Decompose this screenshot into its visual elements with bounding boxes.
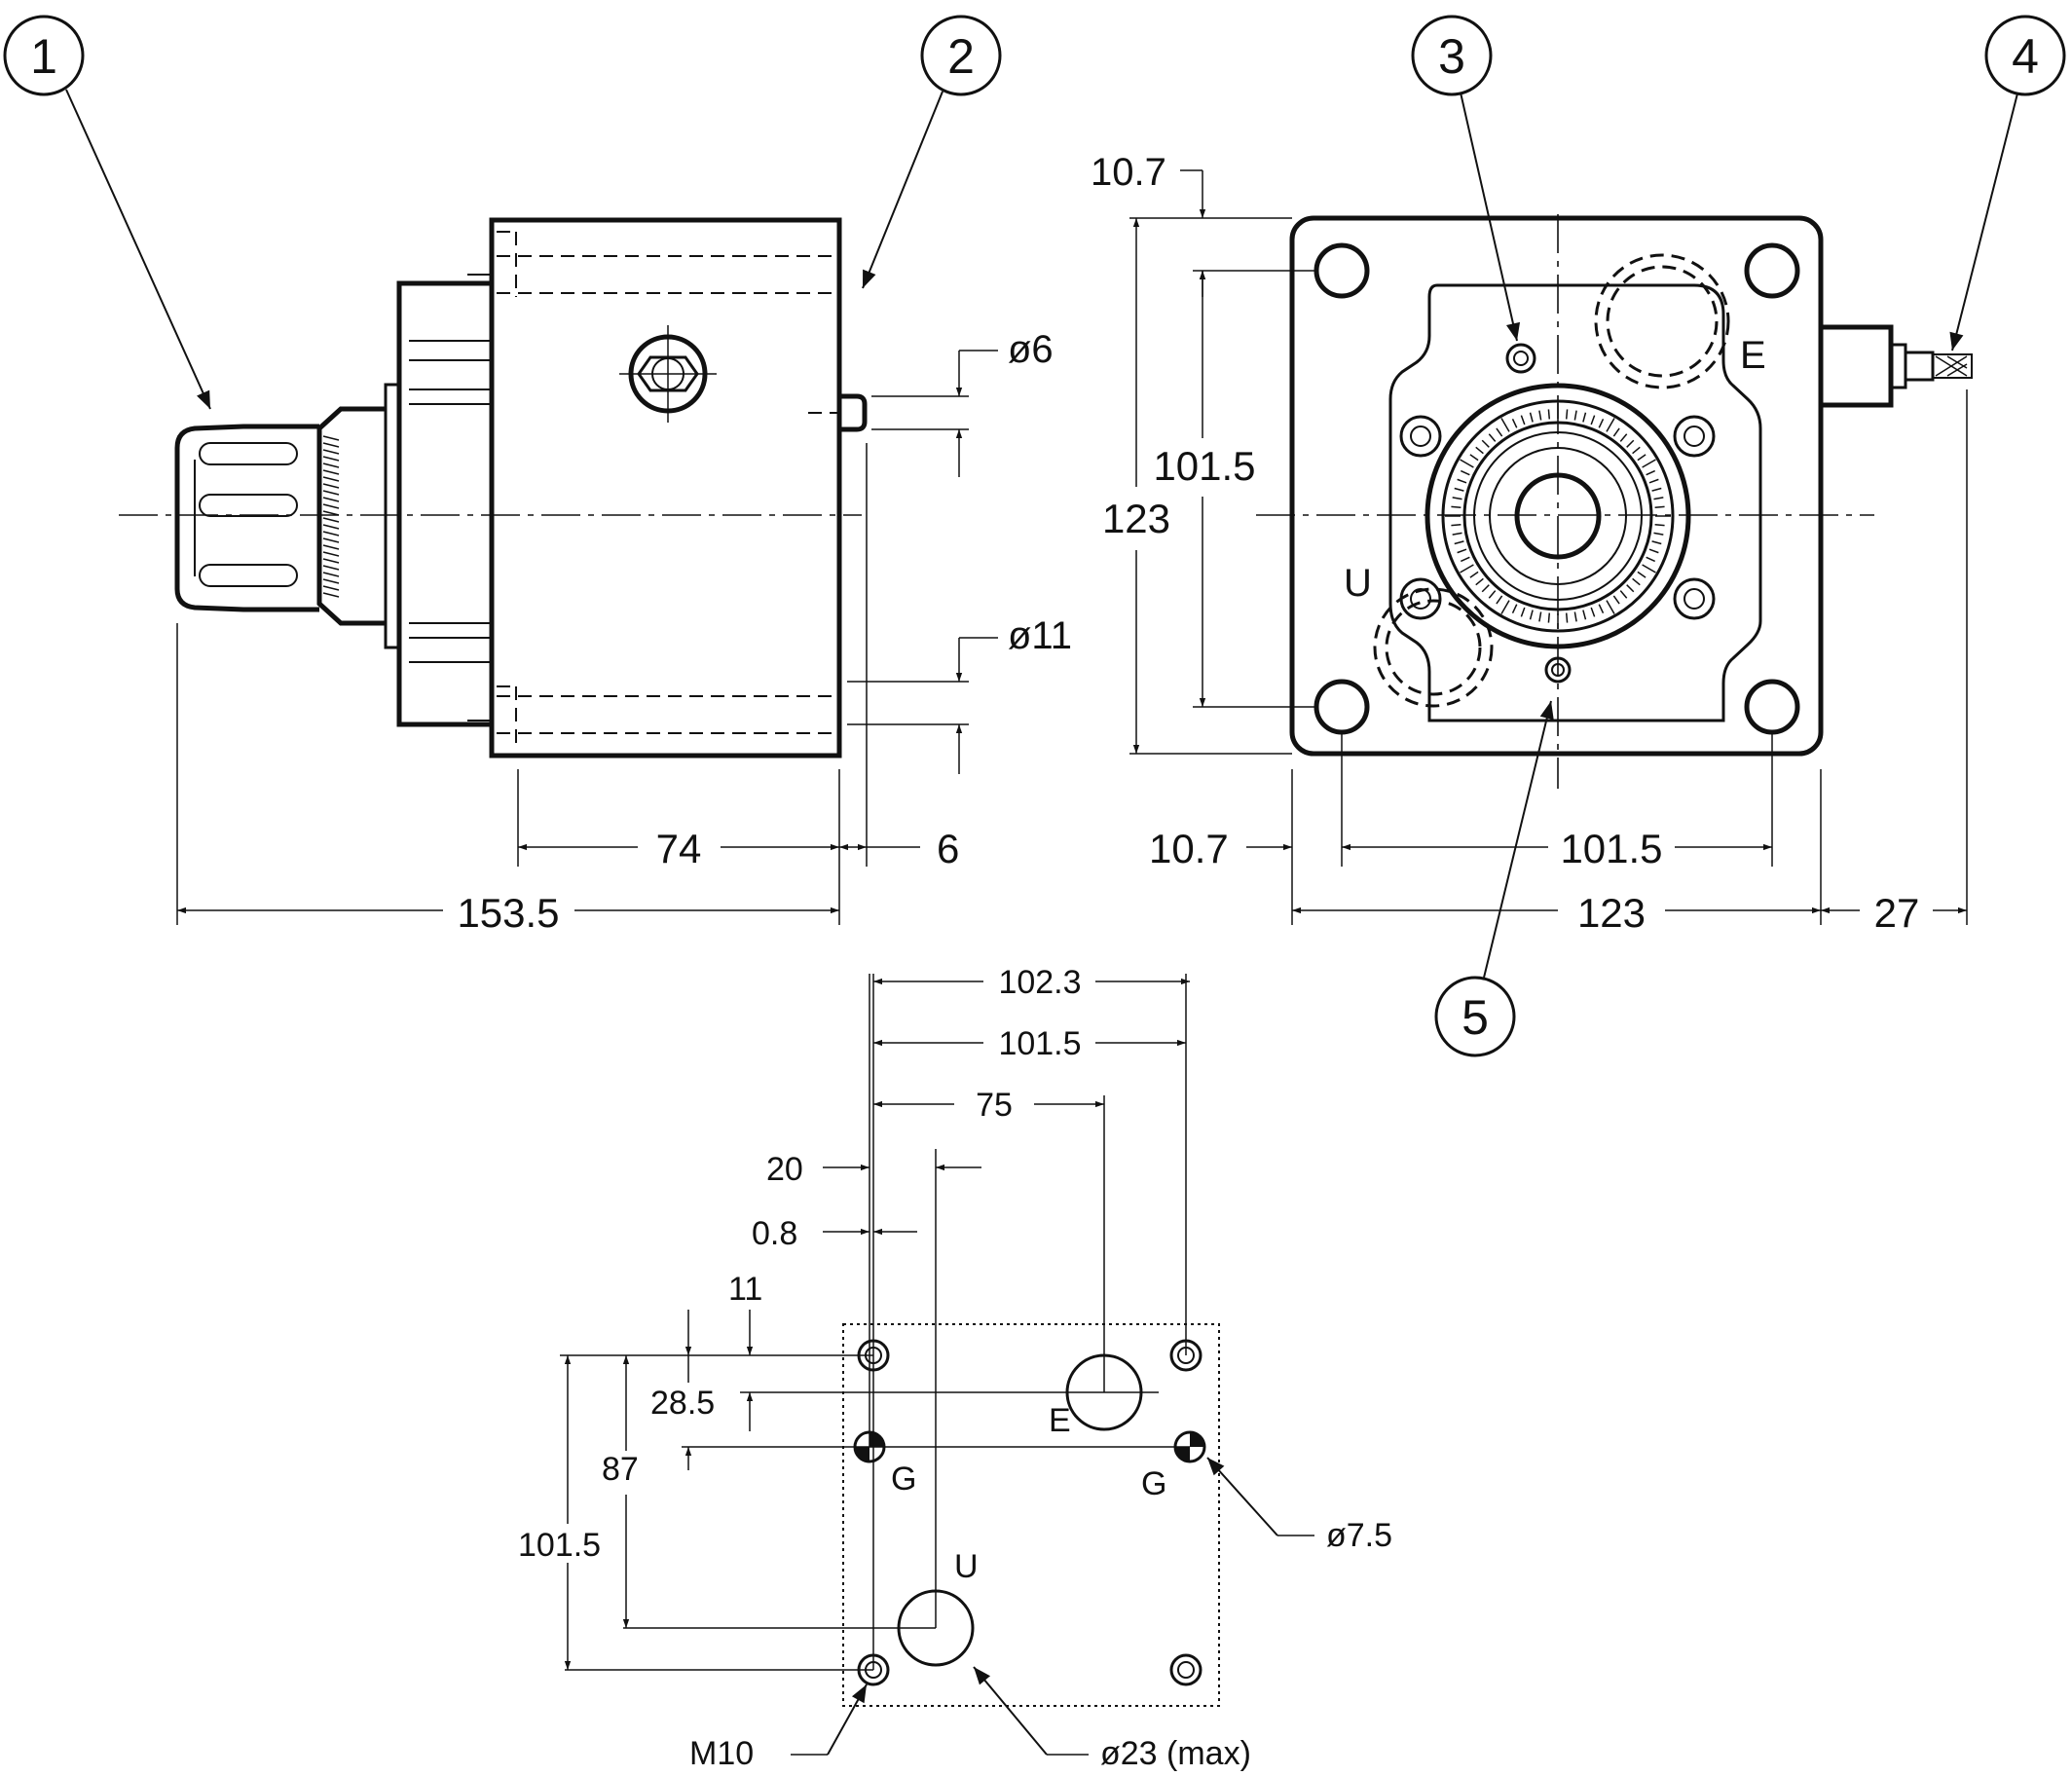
label-thread-m10: M10 [689,1735,754,1772]
dim-bolt-pitch-vertical: 101.5 [1153,443,1255,489]
label-port-e: E [1740,334,1766,377]
callout-5: 5 [1434,700,1554,1057]
label-port-u: U [1344,562,1372,605]
dim-port-diameter: ø23 (max) [1100,1735,1251,1772]
label-port-u: U [954,1548,979,1585]
locating-pin [839,393,868,432]
svg-text:3: 3 [1438,29,1465,84]
dim-0-8: 0.8 [752,1215,797,1252]
dim-height: 123 [1102,496,1170,541]
dim-pin-length: 6 [937,826,959,871]
dim-width: 123 [1577,890,1646,936]
dim-pin-diameter: ø6 [1008,328,1054,371]
collar [384,383,401,649]
hex-socket-screw [619,325,717,423]
dim-hole-diameter: ø11 [1008,614,1072,657]
front-view-dimensions: 10.7 101.5 123 10.7 101.5 123 27 [1091,151,1968,936]
svg-text:5: 5 [1462,990,1489,1045]
callout-1: 1 [3,15,211,410]
callout-2: 2 [862,15,1002,289]
dim-bolt-pitch-horizontal: 101.5 [1560,826,1662,871]
svg-text:4: 4 [2012,29,2039,84]
dim-body-length: 74 [656,826,702,871]
flange-plate [396,280,495,727]
dim-101-5-vertical: 101.5 [518,1527,601,1564]
mounting-face [1289,215,1824,757]
dim-75: 75 [976,1087,1013,1124]
knurl-pattern [322,435,340,598]
callout-3: 3 [1411,15,1521,342]
valve-body [489,217,842,758]
dim-11: 11 [728,1271,762,1308]
dim-overall-length: 153.5 [457,890,559,936]
adjusting-knob[interactable] [174,424,319,612]
item-3-plug [1505,343,1536,374]
dim-101-5: 101.5 [998,1025,1081,1062]
port-u-circle [1373,587,1494,708]
callout-4: 4 [1949,15,2066,352]
dim-left-offset: 10.7 [1149,826,1229,871]
adjuster-housing [316,406,386,626]
label-pin-g-left: G [891,1461,916,1498]
label-port-e: E [1049,1402,1071,1439]
dim-top-offset: 10.7 [1091,151,1166,194]
callouts: 1 2 3 4 5 [3,15,2066,1057]
dim-adjuster-length: 27 [1874,890,1920,936]
mounting-pattern-outline [842,1323,1220,1707]
front-view: E U [1256,214,1973,789]
side-view [119,217,868,758]
label-pin-g-right: G [1141,1465,1166,1502]
dim-87: 87 [602,1451,639,1488]
dim-20: 20 [766,1151,803,1188]
valve-outline [1388,283,1762,722]
dim-28-5: 28.5 [650,1385,715,1422]
side-view-dimensions: ø6 ø11 74 6 153.5 [176,328,1072,936]
dim-pin-diameter: ø7.5 [1326,1517,1392,1554]
port-pattern-view: E U G G 102.3 101.5 75 20 0.8 28.5 11 87… [518,964,1392,1772]
dim-102-3: 102.3 [998,964,1081,1001]
port-e-circle [1594,253,1730,389]
adjuster-screw[interactable] [1818,324,1973,408]
svg-text:1: 1 [30,29,57,84]
svg-text:2: 2 [947,29,975,84]
